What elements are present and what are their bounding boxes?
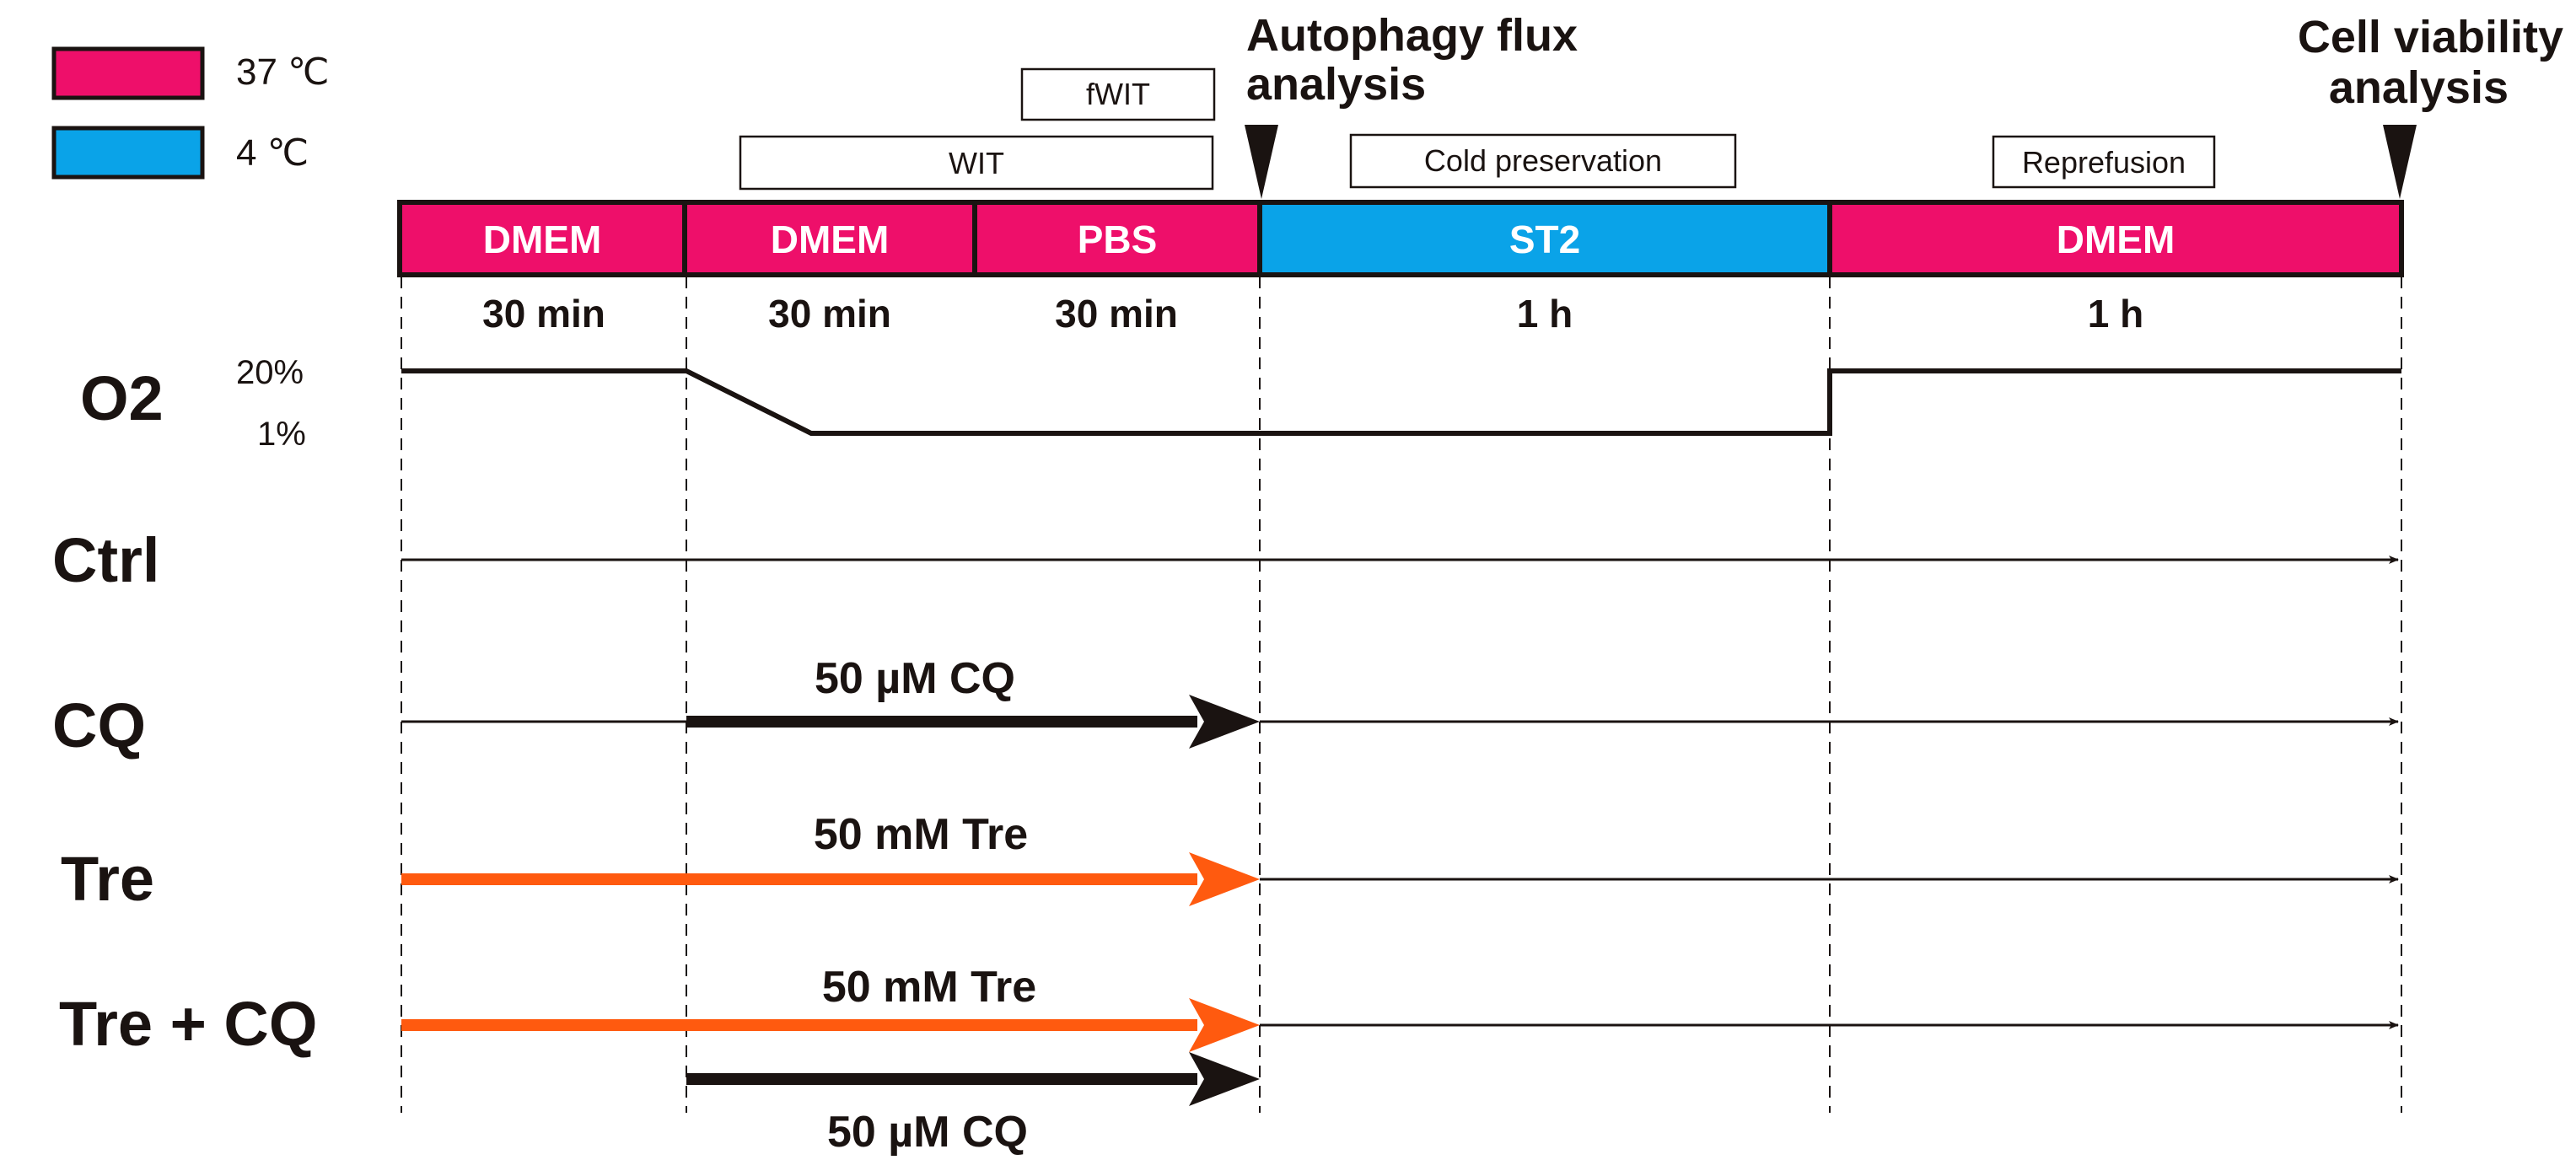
wit-box xyxy=(739,135,1214,191)
segment-label-3: PBS xyxy=(1078,217,1158,261)
tre-cq-tre-label: 50 mM Tre xyxy=(822,963,1036,1012)
autophagy-flux-title-line2: analysis xyxy=(1246,59,1426,110)
cell-viability-title-line2: analysis xyxy=(2329,62,2509,113)
fwit-box xyxy=(1020,67,1216,121)
tre-treatment-arrowhead xyxy=(1189,852,1260,906)
cq-treatment-label: 50 µM CQ xyxy=(815,654,1015,703)
legend-label-37c: 37 ℃ xyxy=(236,51,330,93)
cold-preservation-label: Cold preservation xyxy=(1424,143,1662,178)
dashed-guides xyxy=(401,277,2402,1113)
segment-bar-2 xyxy=(682,200,977,277)
group-label-cq: CQ xyxy=(52,690,146,760)
segment-label-5: DMEM xyxy=(2057,217,2175,261)
cold-preservation-box xyxy=(1349,133,1737,189)
viability-marker-triangle xyxy=(2383,125,2417,199)
flux-marker-triangle xyxy=(1245,125,1278,199)
duration-label-1: 30 min xyxy=(482,292,605,336)
autophagy-flux-title-line1: Autophagy flux xyxy=(1246,10,1578,61)
tre-cq-cq-arrowhead xyxy=(1189,1052,1260,1106)
segment-bar-3 xyxy=(972,200,1262,277)
tre-treatment-label: 50 mM Tre xyxy=(814,810,1028,859)
reperfusion-box xyxy=(1992,135,2216,189)
segment-bar-1 xyxy=(397,200,687,277)
tre-cq-tre-arrowhead xyxy=(1189,998,1260,1052)
wit-label: WIT xyxy=(949,146,1004,180)
oxygen-high-label: 20% xyxy=(236,354,304,391)
fwit-label: fWIT xyxy=(1086,77,1150,111)
segment-bar-4 xyxy=(1257,200,1832,277)
duration-label-5: 1 h xyxy=(2088,292,2143,336)
oxygen-low-label: 1% xyxy=(257,416,306,453)
group-label-ctrl: Ctrl xyxy=(52,525,159,595)
cell-viability-title-line1: Cell viability xyxy=(2298,12,2563,62)
oxygen-label: O2 xyxy=(80,363,164,433)
legend-swatch-4c xyxy=(51,126,205,180)
segment-bar-5 xyxy=(1827,200,2404,277)
segment-label-4: ST2 xyxy=(1509,217,1580,261)
group-label-tre: Tre xyxy=(61,844,154,914)
legend-label-4c: 4 ℃ xyxy=(236,132,309,174)
segment-label-1: DMEM xyxy=(483,217,602,261)
tre-cq-cq-label: 50 µM CQ xyxy=(827,1108,1028,1157)
duration-label-3: 30 min xyxy=(1055,292,1178,336)
duration-label-4: 1 h xyxy=(1517,292,1573,336)
cq-treatment-arrowhead xyxy=(1189,695,1260,749)
legend-swatch-37c xyxy=(51,46,205,100)
reperfusion-label: Reprefusion xyxy=(2022,145,2186,180)
oxygen-profile-line xyxy=(401,368,2401,436)
group-label-tre-cq: Tre + CQ xyxy=(59,989,317,1059)
segment-label-2: DMEM xyxy=(771,217,890,261)
duration-label-2: 30 min xyxy=(768,292,891,336)
